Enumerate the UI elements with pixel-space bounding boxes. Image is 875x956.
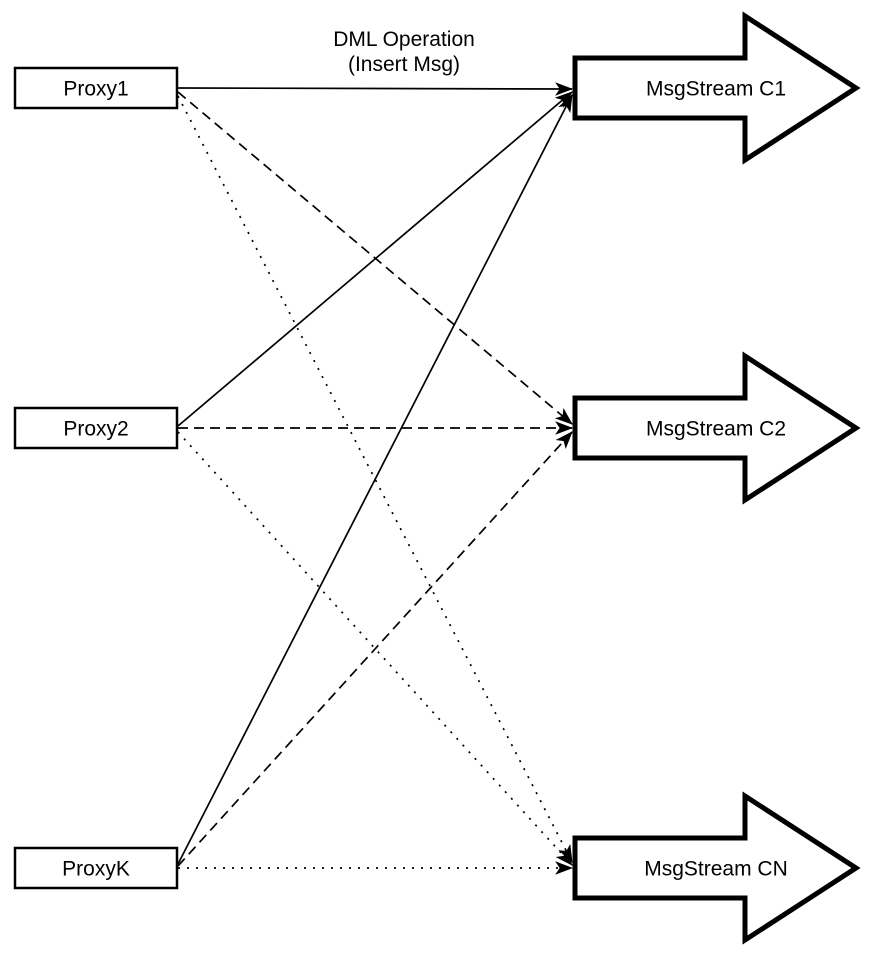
connector-proxy2-to-cn <box>177 431 573 866</box>
msgstream-cn-label: MsgStream CN <box>644 858 788 881</box>
msgstream-c1-label: MsgStream C1 <box>646 78 786 101</box>
proxy2-box <box>13 406 179 450</box>
proxyk-label: ProxyK <box>62 858 130 881</box>
msgstream-cn-arrow <box>572 791 861 945</box>
connector-proxyk-to-c2 <box>177 431 573 867</box>
connector-proxy1-to-c1 <box>177 82 574 96</box>
diagram-title-line2: (Insert Msg) <box>348 53 460 76</box>
msgstream-c2-label: MsgStream C2 <box>646 418 786 441</box>
proxy1-label: Proxy1 <box>63 78 128 101</box>
msgstream-c1-arrow <box>572 11 861 165</box>
msgstream-c2-arrow <box>572 351 861 505</box>
diagram-title-line1: DML Operation <box>333 28 475 51</box>
proxy1-box <box>13 66 179 110</box>
proxy2-label: Proxy2 <box>63 418 128 441</box>
proxyk-box <box>13 846 179 890</box>
connector-proxyk-to-c1 <box>177 93 573 865</box>
connector-proxy1-to-c2 <box>177 91 573 425</box>
